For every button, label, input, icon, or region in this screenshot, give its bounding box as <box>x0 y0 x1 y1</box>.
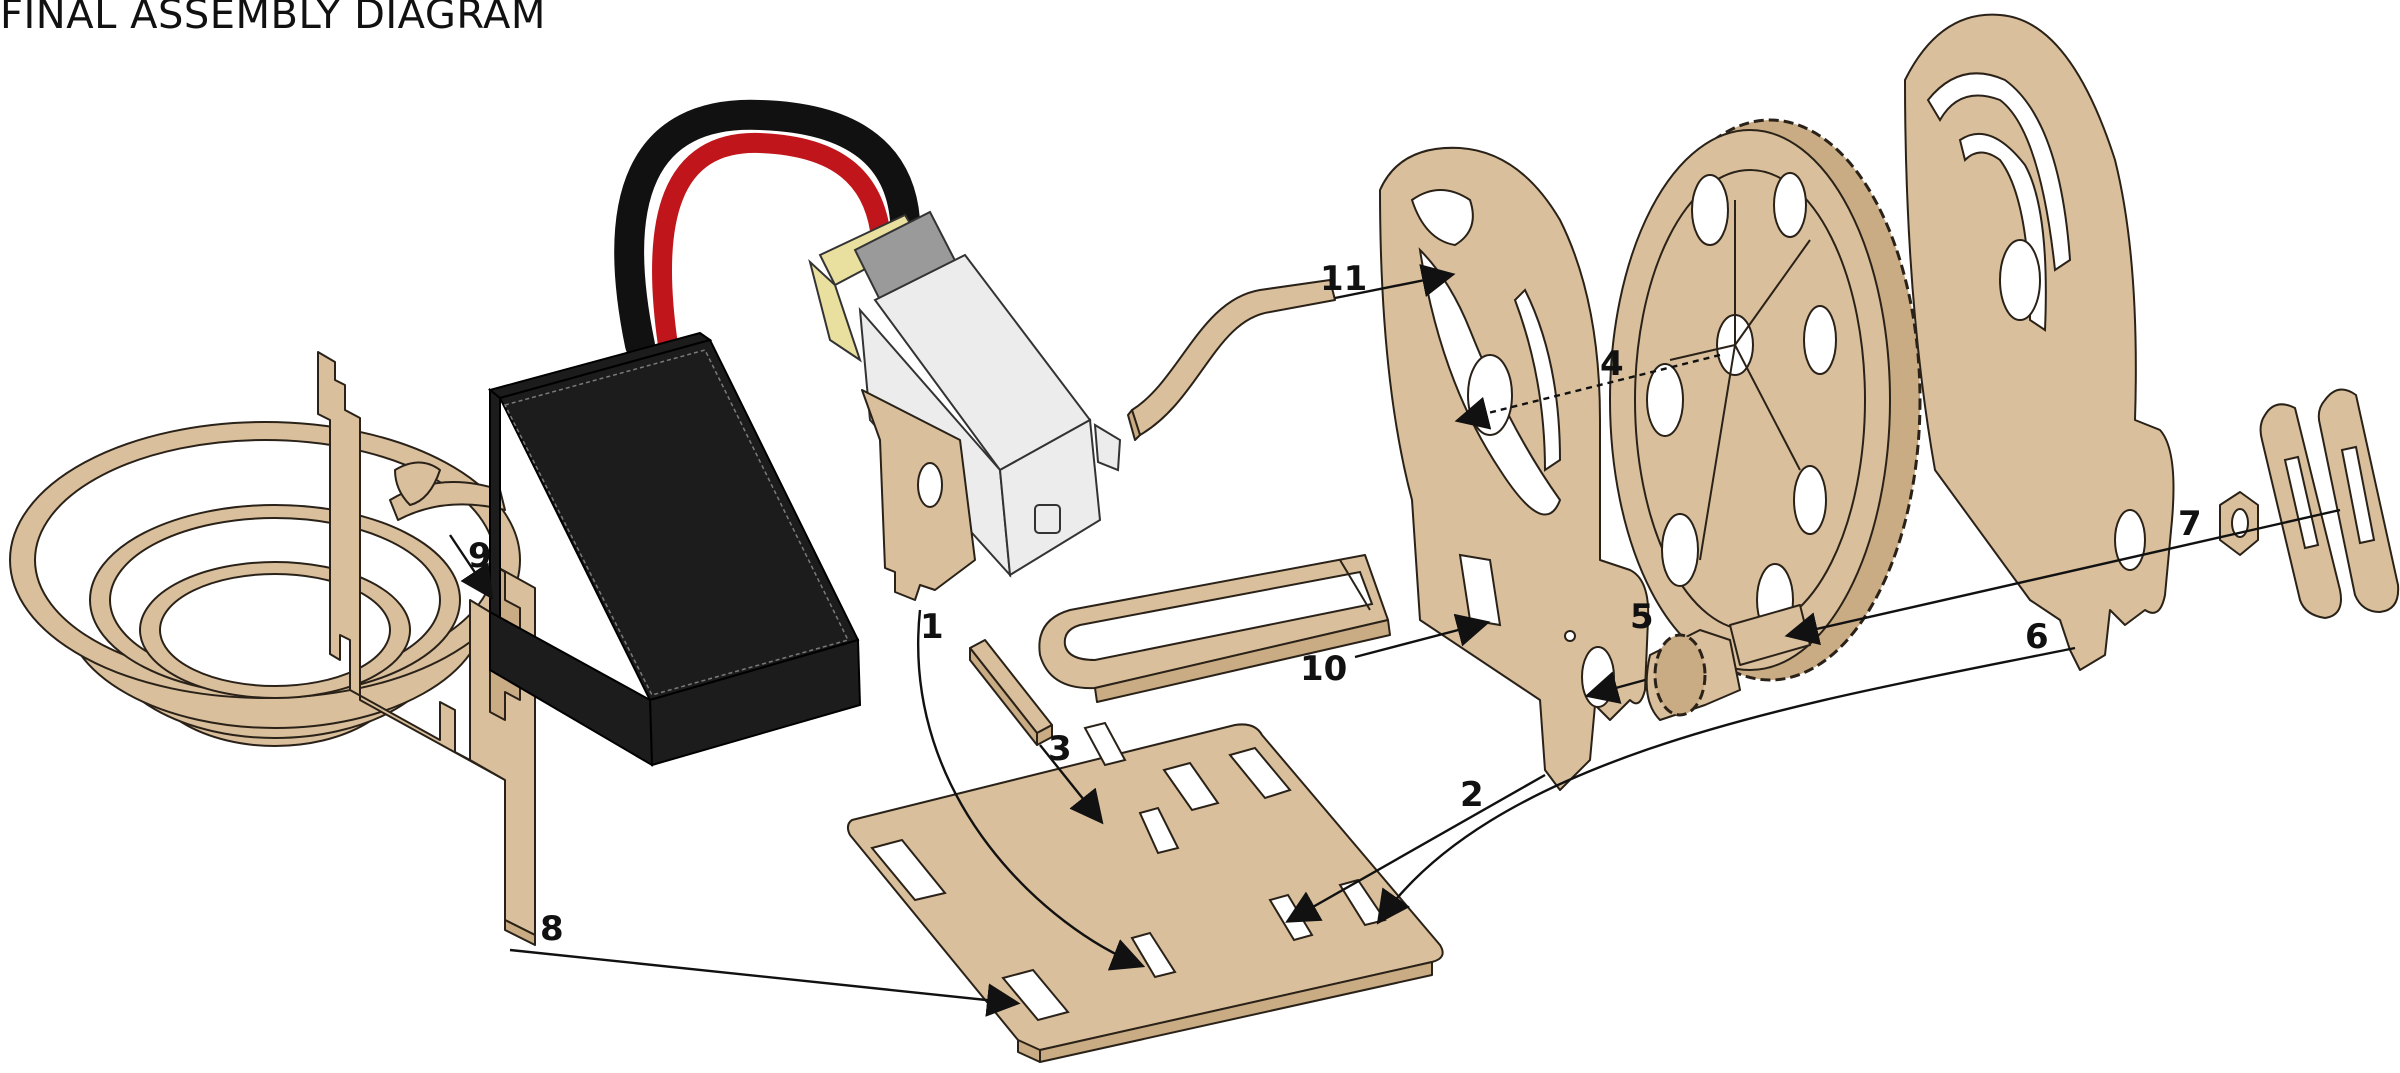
pinion-gear-icon <box>1645 604 1811 721</box>
curved-arm-icon <box>1127 279 1336 441</box>
leader-3 <box>1039 744 1104 825</box>
leader-lines <box>449 264 2341 1017</box>
leader-9 <box>449 534 494 600</box>
link-bar-icon <box>2317 388 2400 613</box>
callout-6: 6 <box>2025 617 2049 657</box>
callout-1: 1 <box>920 607 944 647</box>
big-gear-icon <box>1609 118 1922 682</box>
leader-8 <box>509 948 1021 1017</box>
rear-cam-plate-icon <box>1904 13 2175 671</box>
base-plate-icon <box>846 721 1444 1063</box>
peg-icon <box>969 639 1053 746</box>
leader-7 <box>1784 508 2341 646</box>
hex-nut-icon <box>2219 491 2259 556</box>
callout-8: 8 <box>540 909 564 949</box>
spiral-cup-icon <box>9 421 521 747</box>
callout-9: 9 <box>468 536 492 576</box>
leader-5 <box>1584 671 1646 704</box>
callout-5: 5 <box>1630 597 1654 637</box>
callout-2: 2 <box>1460 775 1484 815</box>
diagram-title: FINAL ASSEMBLY DIAGRAM <box>0 0 546 38</box>
battery-box-icon <box>487 331 862 767</box>
leader-11 <box>1334 264 1456 300</box>
motor-mount-icon <box>861 389 976 601</box>
leader-1 <box>917 609 1146 971</box>
front-cam-plate-icon <box>1379 146 1650 791</box>
leader-10 <box>1354 613 1491 659</box>
callout-11: 11 <box>1320 259 1367 299</box>
callout-7: 7 <box>2178 504 2202 544</box>
leader-2 <box>1285 773 1546 923</box>
callout-10: 10 <box>1300 649 1347 689</box>
wire-pair-icon <box>614 99 920 360</box>
callout-4: 4 <box>1600 344 1624 384</box>
leader-6 <box>1376 646 2076 925</box>
leader-4 <box>1454 353 1721 430</box>
u-slider-icon <box>1038 554 1391 703</box>
callout-3: 3 <box>1048 729 1072 769</box>
callout-labels: 1 2 3 4 5 6 7 8 9 10 11 <box>468 259 2202 949</box>
